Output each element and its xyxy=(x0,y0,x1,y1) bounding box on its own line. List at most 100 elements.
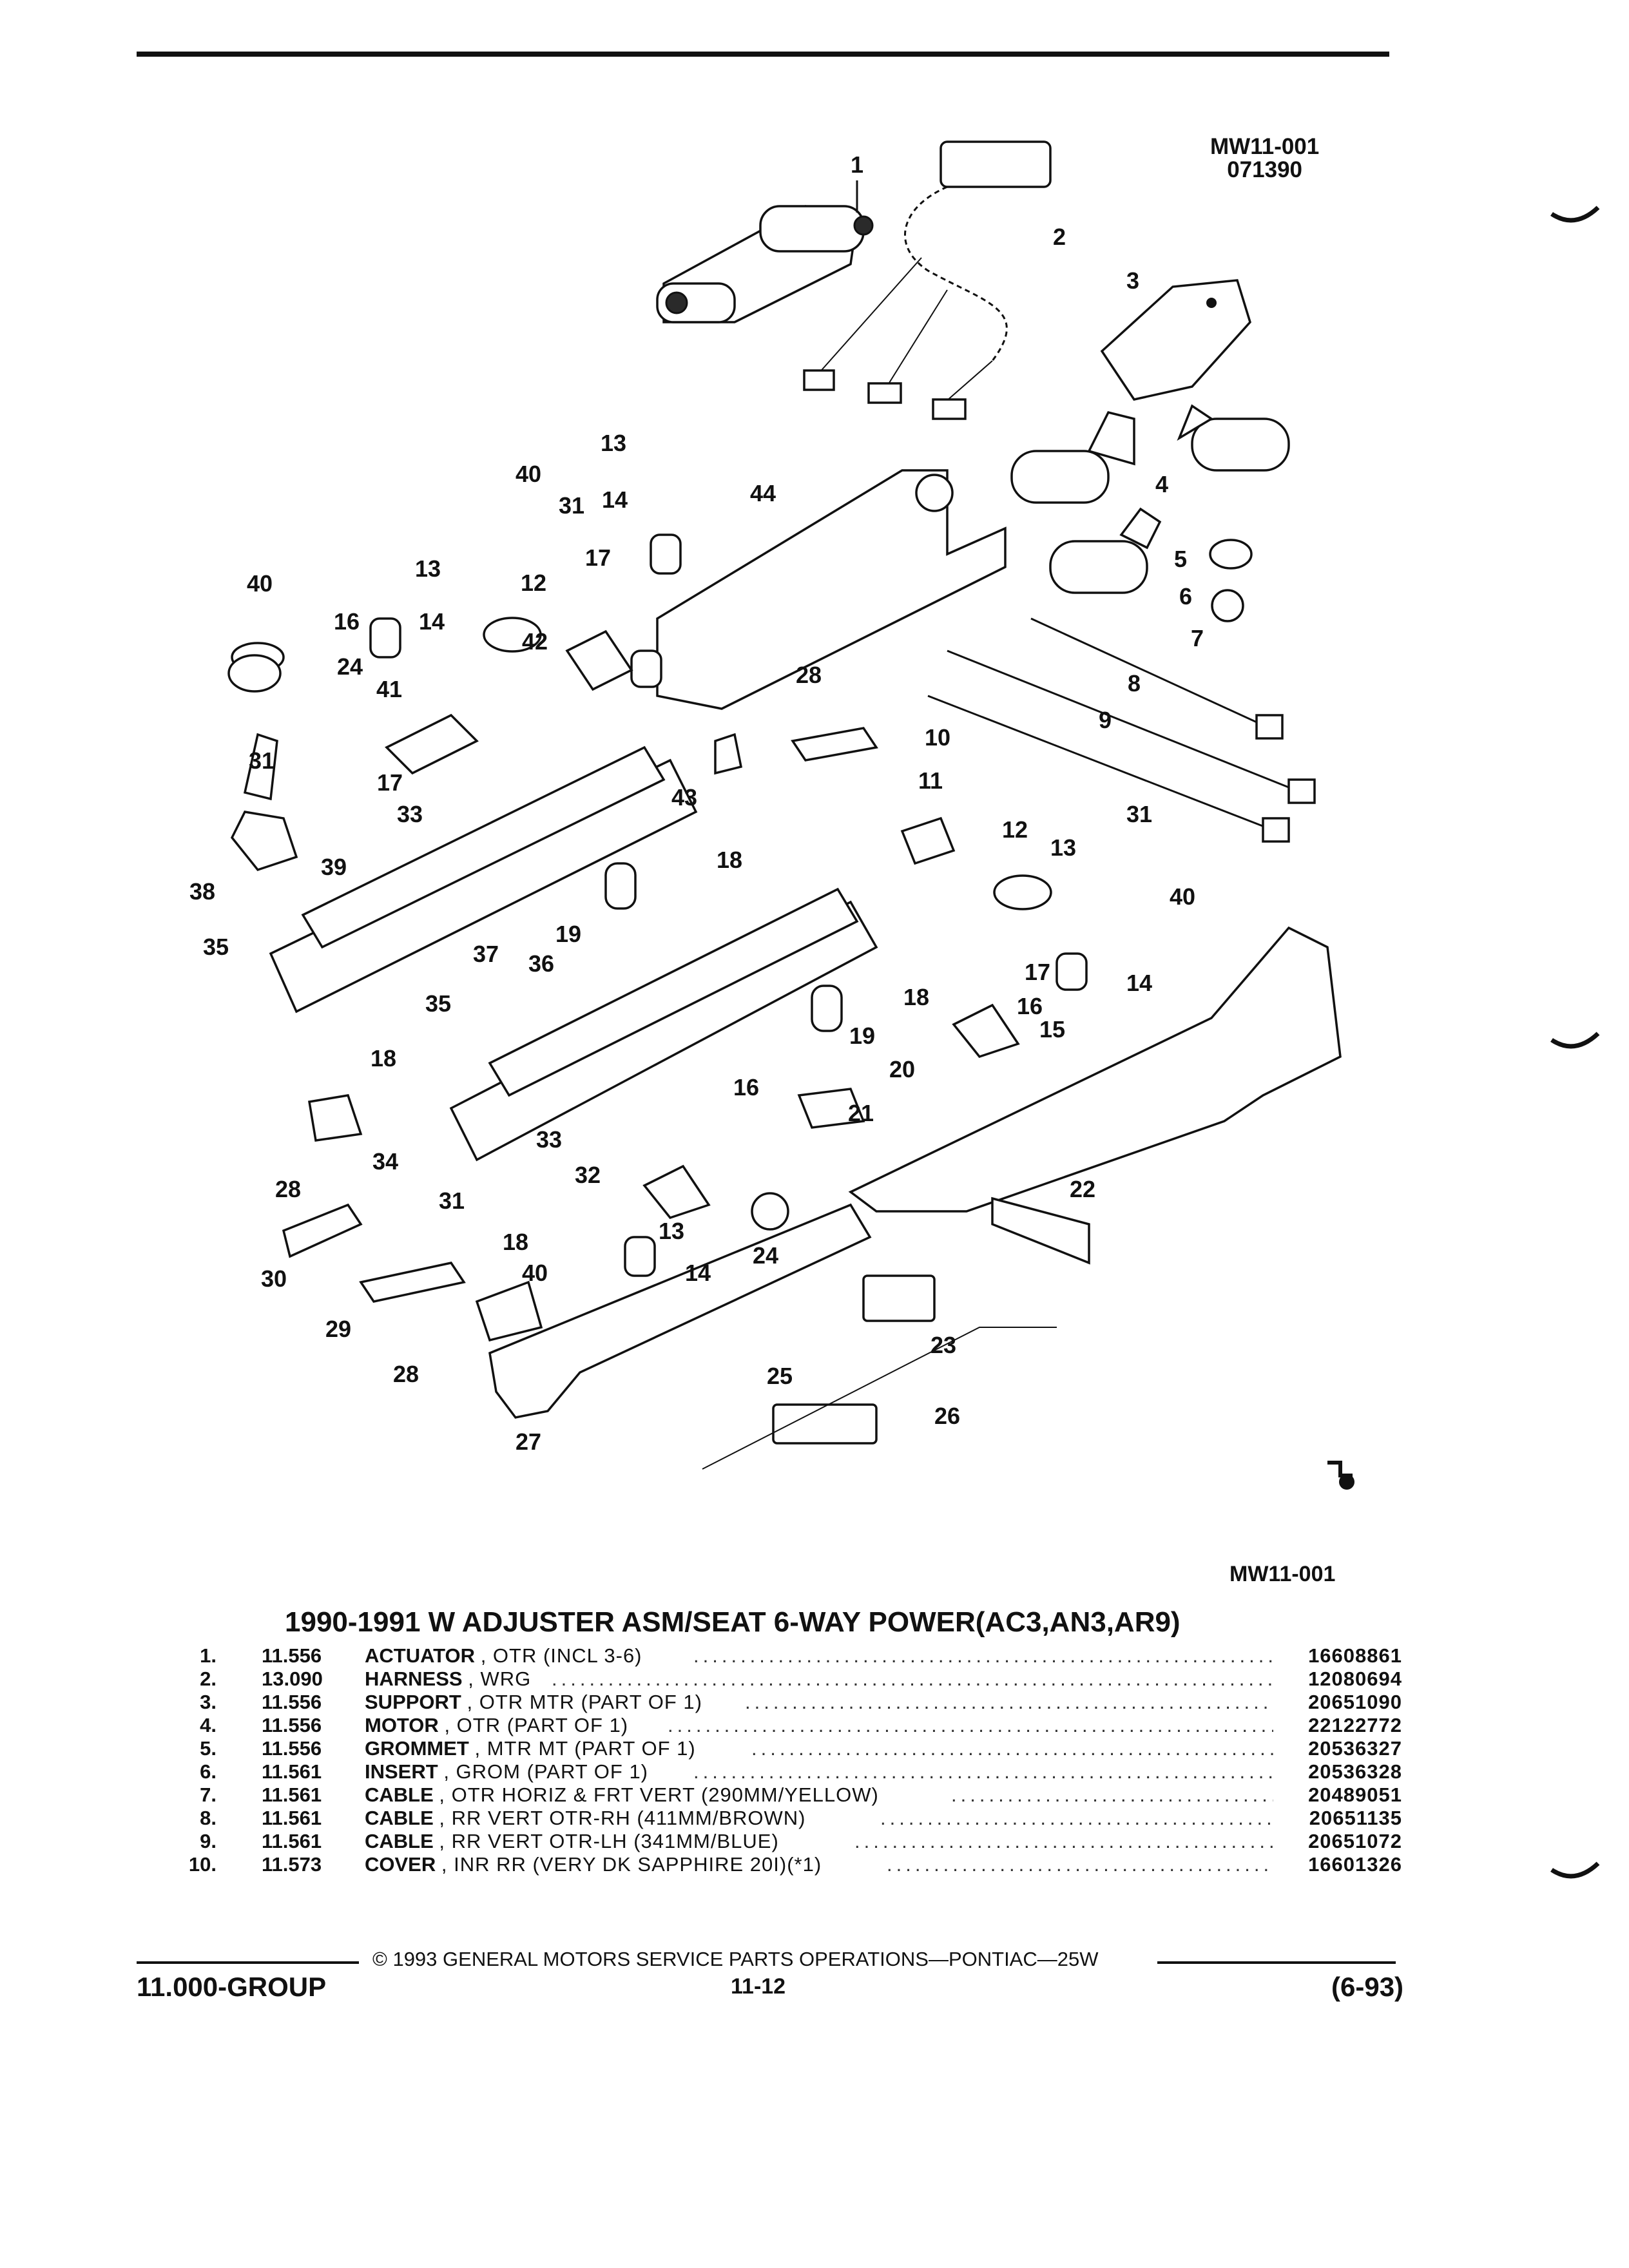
callout-16c: 16 xyxy=(733,1074,759,1100)
part-track-upper xyxy=(301,745,666,949)
top-rule xyxy=(137,52,1389,57)
part-number: 20489051 xyxy=(1308,1783,1402,1806)
part-insert xyxy=(1211,589,1244,622)
callout-23: 23 xyxy=(930,1332,956,1358)
part-track-lower xyxy=(488,887,859,1097)
parts-list: ........................................… xyxy=(152,1644,1402,1876)
callout-26: 26 xyxy=(934,1403,960,1429)
callout-18b: 18 xyxy=(903,984,929,1010)
footer-date: (6-93) xyxy=(1331,1972,1404,2002)
callout-12b: 12 xyxy=(1002,816,1028,843)
exploded-parts-diagram: 1 2 3 4 5 6 7 8 9 10 11 12 12 13 13 13 1… xyxy=(189,140,1354,1490)
callout-18d: 18 xyxy=(503,1229,528,1255)
gm-logo-icon xyxy=(1327,1461,1354,1490)
callout-28: 28 xyxy=(796,662,822,688)
item-number: 3. xyxy=(200,1691,217,1713)
part-name: INSERT , GROM (PART OF 1) xyxy=(365,1760,649,1783)
callout-28c: 28 xyxy=(393,1361,419,1387)
binder-mark-icon xyxy=(1550,1032,1600,1049)
leader-dots: ........................................… xyxy=(880,1807,1273,1829)
callout-40b: 40 xyxy=(247,570,273,597)
parts-row: ........................................… xyxy=(152,1853,1402,1876)
part-number: 20651072 xyxy=(1308,1830,1402,1852)
callout-14d: 14 xyxy=(685,1260,711,1286)
leader-dots: ........................................… xyxy=(751,1737,1273,1760)
part-grommet xyxy=(1209,539,1253,570)
callout-14b: 14 xyxy=(419,608,445,635)
callout-24b: 24 xyxy=(753,1242,778,1269)
callout-7: 7 xyxy=(1191,625,1204,651)
part-name: CABLE , RR VERT OTR-LH (341MM/BLUE) xyxy=(365,1830,779,1852)
callout-3: 3 xyxy=(1126,267,1139,294)
callout-35b: 35 xyxy=(425,990,451,1017)
callout-14: 14 xyxy=(602,486,628,513)
callout-31: 31 xyxy=(559,492,584,519)
binder-mark-icon xyxy=(1550,206,1600,223)
callout-19: 19 xyxy=(555,921,581,947)
part-small-components xyxy=(227,533,1090,1445)
callout-25: 25 xyxy=(767,1363,793,1389)
callout-17b: 17 xyxy=(377,769,403,796)
group-number: 11.573 xyxy=(262,1853,322,1876)
parts-row: ........................................… xyxy=(152,1714,1402,1737)
callout-40c: 40 xyxy=(1170,883,1195,910)
callout-16: 16 xyxy=(334,608,360,635)
callout-20: 20 xyxy=(889,1056,915,1082)
group-number: 11.556 xyxy=(262,1737,322,1760)
diagram-reference: MW11-001 071390 xyxy=(1210,135,1319,182)
callout-13b: 13 xyxy=(415,555,441,582)
part-number: 12080694 xyxy=(1308,1667,1402,1690)
callout-34: 34 xyxy=(372,1148,398,1175)
callout-6: 6 xyxy=(1179,583,1192,610)
part-name: CABLE , RR VERT OTR-RH (411MM/BROWN) xyxy=(365,1807,806,1829)
part-name: CABLE , OTR HORIZ & FRT VERT (290MM/YELL… xyxy=(365,1783,879,1806)
part-lower-cover xyxy=(488,1203,872,1419)
parts-row: ........................................… xyxy=(152,1667,1402,1691)
part-cables xyxy=(927,617,1316,843)
item-number: 5. xyxy=(200,1737,217,1760)
group-number: 11.556 xyxy=(262,1691,322,1713)
callout-35: 35 xyxy=(203,934,229,960)
leader-dots: ........................................… xyxy=(951,1783,1273,1806)
callout-13c: 13 xyxy=(1050,834,1076,861)
diagram-id: MW11-001 xyxy=(1210,134,1320,159)
part-actuator xyxy=(656,205,874,323)
callout-22: 22 xyxy=(1070,1176,1095,1202)
part-frame xyxy=(848,926,1342,1213)
part-name: HARNESS , WRG xyxy=(365,1667,532,1690)
group-number: 11.561 xyxy=(262,1807,322,1829)
callout-40: 40 xyxy=(516,461,541,487)
callout-12: 12 xyxy=(521,570,546,596)
callout-31b: 31 xyxy=(249,747,275,774)
callout-37: 37 xyxy=(473,941,499,967)
part-name: MOTOR , OTR (PART OF 1) xyxy=(365,1714,629,1736)
part-name: ACTUATOR , OTR (INCL 3-6) xyxy=(365,1644,642,1667)
callout-36: 36 xyxy=(528,950,554,977)
footer-copyright: © 1993 GENERAL MOTORS SERVICE PARTS OPER… xyxy=(372,1948,1099,1970)
leader-dots: ........................................… xyxy=(854,1830,1273,1852)
group-number: 11.561 xyxy=(262,1830,322,1852)
kit-outline xyxy=(702,1327,1057,1470)
callout-42: 42 xyxy=(522,628,548,655)
leader-dots: ........................................… xyxy=(745,1691,1273,1713)
callout-8: 8 xyxy=(1128,670,1141,697)
callout-13d: 13 xyxy=(659,1218,684,1244)
item-number: 7. xyxy=(200,1783,217,1806)
leader-dots: ........................................… xyxy=(552,1667,1273,1690)
parts-row: ........................................… xyxy=(152,1737,1402,1760)
callout-33: 33 xyxy=(397,801,423,827)
callout-32: 32 xyxy=(575,1162,601,1188)
group-number: 13.090 xyxy=(262,1667,323,1690)
item-number: 9. xyxy=(200,1830,217,1852)
parts-row: ........................................… xyxy=(152,1760,1402,1783)
callout-21: 21 xyxy=(848,1100,874,1126)
callout-18: 18 xyxy=(717,847,742,873)
callout-13: 13 xyxy=(601,430,626,456)
parts-row: ........................................… xyxy=(152,1691,1402,1714)
callout-5: 5 xyxy=(1174,546,1187,572)
group-number: 11.556 xyxy=(262,1714,322,1736)
callout-27: 27 xyxy=(516,1428,541,1455)
part-name: SUPPORT , OTR MTR (PART OF 1) xyxy=(365,1691,702,1713)
group-number: 11.561 xyxy=(262,1760,322,1783)
diagram-id-bottom: MW11-001 xyxy=(1229,1562,1336,1586)
